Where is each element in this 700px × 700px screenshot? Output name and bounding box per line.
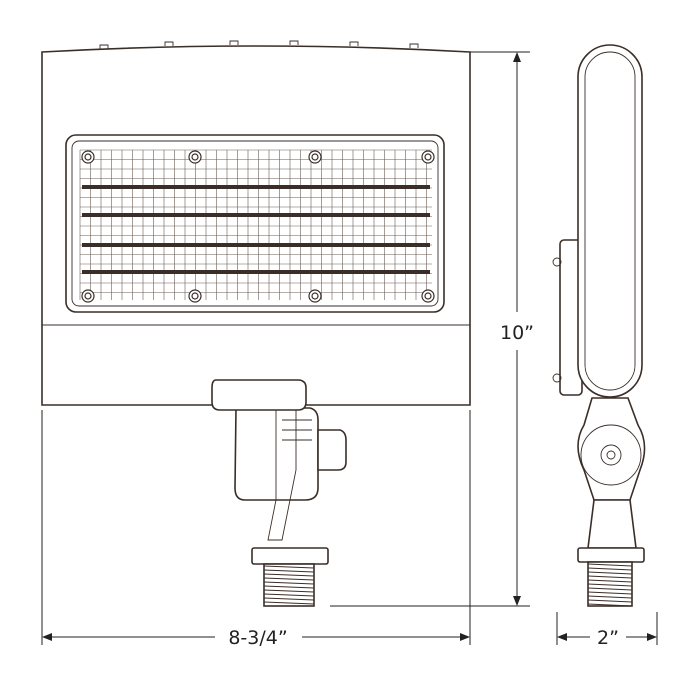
front-view [41,40,471,607]
width-label: 8-3/4” [228,627,287,649]
knuckle-mount [211,379,347,607]
led-grid [79,149,432,300]
height-label: 10” [500,322,534,344]
led-strip [82,243,430,247]
led-strip [82,213,430,217]
side-view [552,44,646,607]
led-strip [82,270,430,274]
screw-icon [424,292,432,300]
screw-icon [84,292,92,300]
depth-dimension: 2” [556,612,658,649]
width-dimension: 8-3/4” [41,410,471,649]
height-dimension: 10” [330,51,534,607]
screw-icon [311,292,319,300]
screw-icon [191,153,199,161]
led-strip [82,185,430,189]
lens-screws [81,150,435,303]
screw-icon [311,153,319,161]
depth-label: 2” [597,627,619,649]
screw-icon [424,153,432,161]
screw-icon [84,153,92,161]
screw-icon [191,292,199,300]
lens-frame [65,134,445,313]
